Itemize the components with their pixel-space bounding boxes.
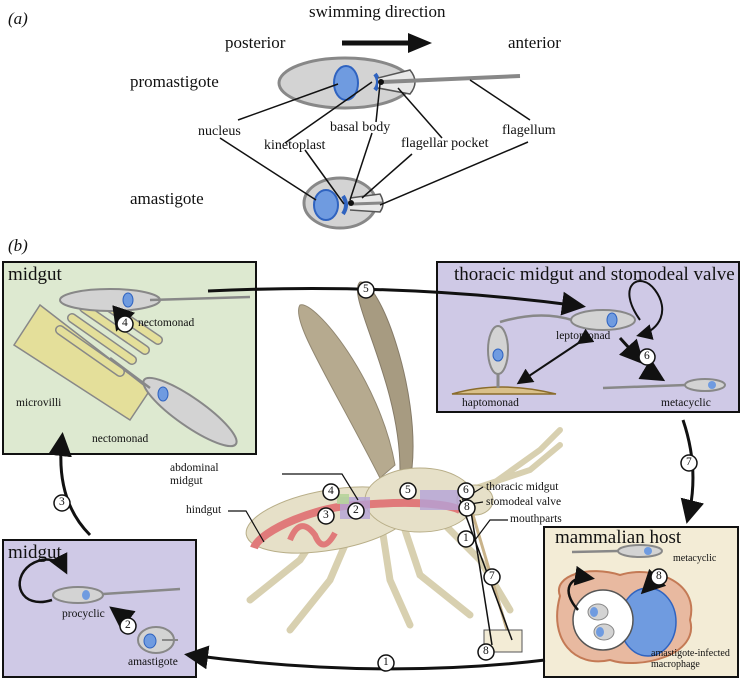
panel-a-label: (a) bbox=[8, 9, 28, 28]
haptomonad-cell bbox=[451, 325, 557, 395]
macrophage-label: amastigote-infected macrophage bbox=[651, 648, 730, 670]
midgut-bottom-title: midgut bbox=[8, 542, 62, 563]
leptomonad-label: leptomonad bbox=[556, 330, 611, 342]
procyclic-label: procyclic bbox=[62, 608, 105, 620]
promastigote-label: promastigote bbox=[130, 72, 219, 91]
flagellum-label: flagellum bbox=[502, 123, 556, 138]
step-8-host: 8 bbox=[656, 570, 662, 582]
metacyclic-cell-host bbox=[571, 544, 663, 558]
step-circles bbox=[53, 281, 698, 672]
step-2-midgut: 2 bbox=[125, 619, 131, 631]
procyclic-cell bbox=[18, 552, 181, 604]
panel-a-leader-lines bbox=[219, 79, 531, 206]
mammalian-host-title: mammalian host bbox=[555, 527, 682, 548]
thoracic-title: thoracic midgut and stomodeal valve bbox=[454, 264, 735, 285]
swimming-direction-label: swimming direction bbox=[309, 2, 446, 21]
midgut-top-title: midgut bbox=[8, 264, 62, 285]
amastigote-label-b: amastigote bbox=[128, 656, 178, 668]
metacyclic-label-thoracic: metacyclic bbox=[661, 397, 711, 409]
step-6-thoracic: 6 bbox=[644, 350, 650, 362]
leptomonad-haptomonad-arrow bbox=[516, 328, 595, 385]
amastigote-cell-a bbox=[302, 176, 384, 230]
step-7-fly: 7 bbox=[489, 570, 495, 582]
step-4-midgut: 4 bbox=[122, 317, 128, 329]
anterior-label: anterior bbox=[508, 33, 561, 52]
leptomonad-cell bbox=[499, 280, 664, 340]
panel-b-label: (b) bbox=[8, 236, 28, 255]
fly-internal-lines bbox=[459, 499, 513, 646]
metacyclic-cell-thoracic bbox=[602, 378, 726, 392]
hindgut-label: hindgut bbox=[186, 504, 222, 516]
microvilli-label: microvilli bbox=[16, 397, 62, 409]
step-8-fly: 8 bbox=[464, 501, 470, 513]
amastigote-cell-b bbox=[137, 626, 178, 654]
posterior-label: posterior bbox=[225, 33, 286, 52]
step-3-cycle: 3 bbox=[59, 496, 65, 508]
haptomonad-label: haptomonad bbox=[462, 397, 519, 409]
thoracic-midgut-label: thoracic midgut bbox=[486, 481, 559, 493]
nectomonad-label-2: nectomonad bbox=[92, 433, 149, 445]
amastigote-label: amastigote bbox=[130, 189, 204, 208]
cycle-arrows bbox=[48, 287, 705, 671]
step-5-cycle: 5 bbox=[363, 283, 369, 295]
nucleus-label: nucleus bbox=[198, 124, 241, 139]
step-7-cycle: 7 bbox=[686, 456, 692, 468]
swimming-direction-arrow bbox=[342, 33, 432, 53]
kinetoplast-label: kinetoplast bbox=[264, 138, 326, 153]
step-2-fly: 2 bbox=[353, 504, 359, 516]
step-4-fly: 4 bbox=[328, 485, 334, 497]
basal-body-label: basal body bbox=[330, 120, 391, 135]
mouthparts-label: mouthparts bbox=[510, 513, 562, 525]
step-6-fly: 6 bbox=[463, 484, 469, 496]
metacyclic-label-host: metacyclic bbox=[673, 553, 717, 564]
step-5-fly: 5 bbox=[405, 484, 411, 496]
stomodeal-valve-label: stomodeal valve bbox=[486, 496, 562, 508]
abdominal-midgut-label: abdominal midgut bbox=[170, 462, 219, 487]
nectomonad-label-1: nectomonad bbox=[138, 317, 195, 329]
flagellar-pocket-label: flagellar pocket bbox=[401, 136, 489, 151]
step-1-cycle: 1 bbox=[383, 656, 389, 668]
step-1-fly: 1 bbox=[463, 532, 469, 544]
promastigote-cell bbox=[277, 56, 521, 110]
nectomonad-cell-2 bbox=[109, 357, 238, 448]
step-3-fly: 3 bbox=[323, 509, 329, 521]
step-8-box: 8 bbox=[483, 645, 489, 657]
